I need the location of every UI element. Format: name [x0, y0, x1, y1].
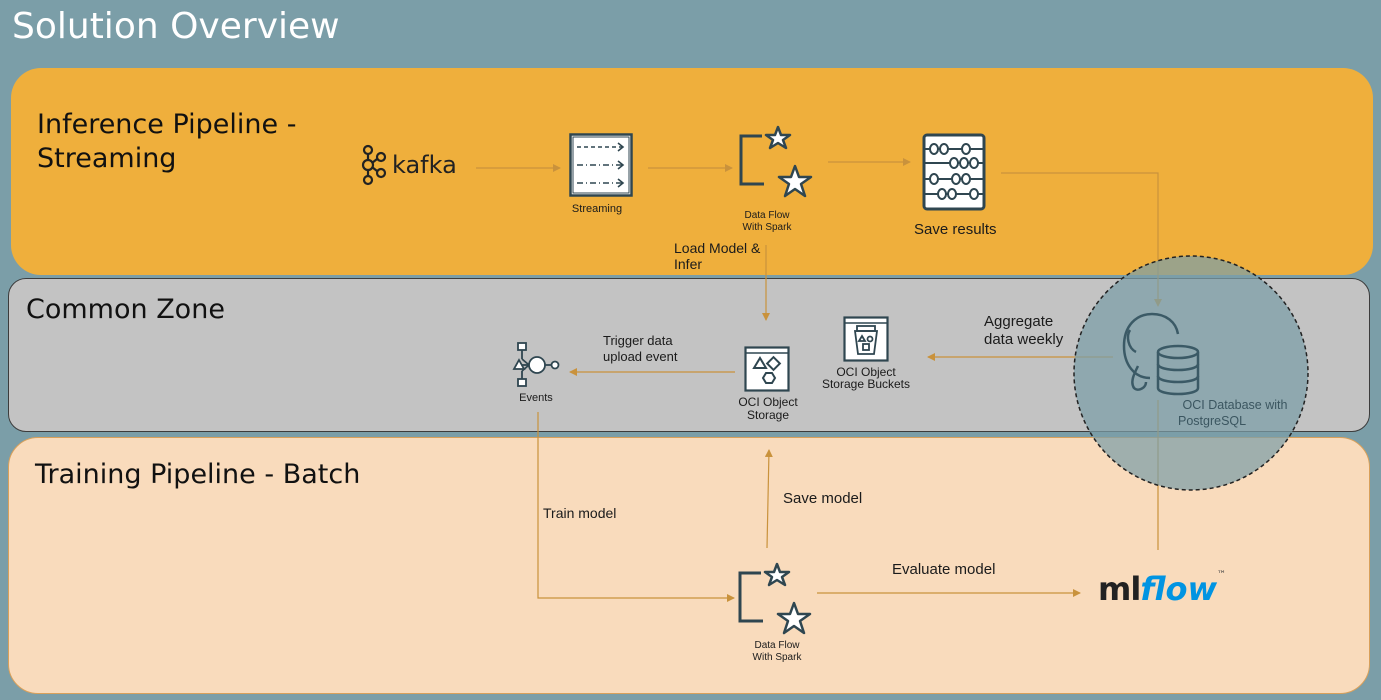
evaluate-model-label: Evaluate model	[892, 561, 996, 578]
dataflow-top-label-line2: With Spark	[742, 222, 792, 233]
dataflow-bottom-label-line1: Data Flow	[754, 640, 800, 651]
events-label: Events	[519, 392, 553, 404]
events-icon	[512, 342, 560, 387]
dataflow-top-icon	[739, 125, 813, 198]
dataflow-bottom-label-line2: With Spark	[752, 652, 802, 663]
oci-db-label-line2: PostgreSQL	[1178, 414, 1247, 428]
arrow-save-model	[764, 449, 773, 549]
aggregate-label-line2: data weekly	[984, 331, 1064, 348]
save-model-label: Save model	[783, 490, 863, 507]
oci-buckets-label-line1: OCI Object	[836, 365, 896, 379]
load-model-label-line2: Infer	[674, 256, 703, 272]
arrow-train-model	[537, 412, 735, 602]
inference-pipeline-zone	[11, 68, 1373, 275]
mlflow-logo-tm: ™	[1217, 570, 1227, 580]
oci-storage-label-line1: OCI Object	[738, 395, 798, 409]
oci-database-highlight	[1073, 255, 1309, 491]
streaming-label: Streaming	[571, 203, 623, 215]
oci-object-storage-icon	[744, 346, 790, 392]
trigger-label-line1: Trigger data	[603, 333, 673, 348]
save-results-label: Save results	[914, 221, 997, 238]
oci-db-label-line1: OCI Database with	[1182, 398, 1288, 412]
inference-zone-title: Inference Pipeline - Streaming	[37, 109, 297, 174]
page-title: Solution Overview	[12, 6, 340, 47]
mlflow-logo: mlflow™	[1098, 570, 1226, 608]
dataflow-top-label-line1: Data Flow	[744, 210, 790, 221]
oci-buckets-label-line2: Storage Buckets	[821, 377, 911, 391]
streaming-icon	[569, 133, 633, 197]
load-model-label-line1: Load Model &	[674, 240, 761, 256]
abacus-icon	[922, 133, 986, 211]
postgresql-elephant-icon	[1122, 312, 1200, 396]
mlflow-logo-flow: flow	[1140, 570, 1218, 608]
dataflow-bottom-icon	[738, 562, 812, 635]
training-zone-title: Training Pipeline - Batch	[35, 459, 361, 490]
common-zone-title: Common Zone	[26, 294, 225, 325]
kafka-logo-icon	[361, 144, 387, 186]
mlflow-logo-ml: ml	[1098, 570, 1141, 608]
trigger-label-line2: upload event	[603, 349, 678, 364]
aggregate-label-line1: Aggregate	[984, 313, 1054, 330]
oci-buckets-icon	[843, 316, 889, 362]
kafka-label: kafka	[392, 151, 457, 179]
train-model-label: Train model	[543, 505, 617, 521]
oci-storage-label-line2: Storage	[746, 408, 790, 422]
